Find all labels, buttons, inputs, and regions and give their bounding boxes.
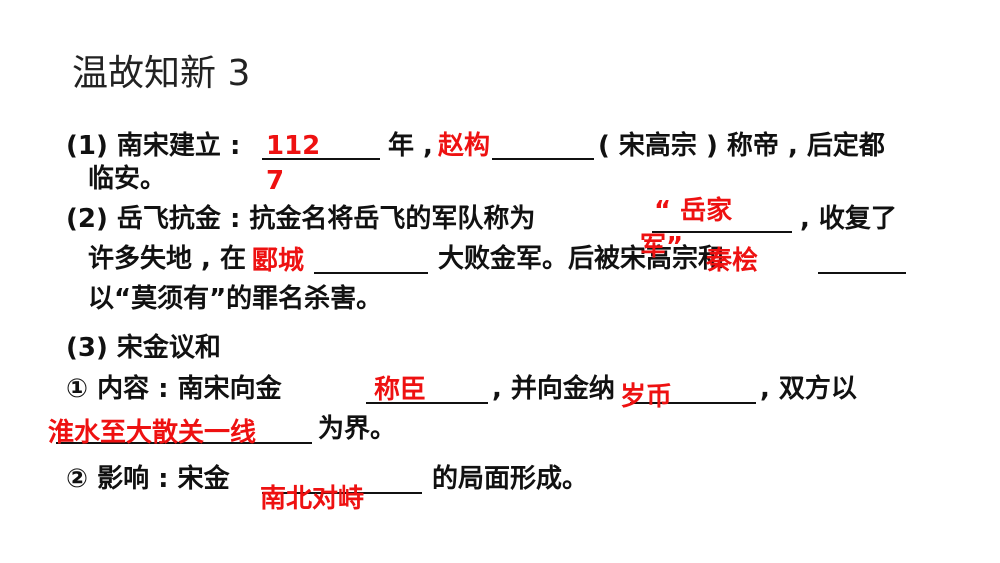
item2-answer-city: 郾城 [252, 246, 305, 276]
item2-answer-minister: 秦桧 [706, 246, 759, 276]
item3-answer-tribute: 岁币 [620, 382, 673, 412]
item1-text-cont: 临安。 [88, 164, 167, 194]
item2-blank-army [652, 231, 792, 233]
item1-text-c: ( 宋高宗 ) 称帝 , 后定都 [598, 131, 885, 161]
item1-blank-emperor [492, 158, 594, 160]
item2-text-line2-a: 许多失地 , 在 [88, 244, 246, 274]
item1-answer-year-1: 112 [266, 131, 321, 161]
item2-text-line3: 以“莫须有”的罪名杀害。 [88, 284, 383, 314]
item1-text-b: 年 , [388, 131, 433, 161]
item3-blank-impact [262, 492, 422, 494]
item2-text-a: (2) 岳飞抗金 : 抗金名将岳飞的军队称为 [66, 204, 536, 234]
slide-title: 温故知新 3 [72, 53, 251, 94]
item1-answer-year-2: 7 [266, 166, 285, 196]
item2-blank-minister [818, 272, 906, 274]
item1-answer-emperor: 赵构 [438, 131, 491, 161]
item3-heading: (3) 宋金议和 [66, 333, 221, 363]
item3-content-b: , 并向金纳 [492, 374, 615, 404]
item3-impact-a: ② 影响 : 宋金 [66, 464, 230, 494]
item3-content-a: ① 内容 : 南宋向金 [66, 374, 282, 404]
item3-answer-border: 淮水至大散关一线 [48, 418, 257, 448]
item2-text-line2-b: 大败金军。后被宋高宗和 [438, 244, 725, 274]
item2-blank-city [314, 272, 428, 274]
item1-text-a: (1) 南宋建立 : [66, 131, 241, 161]
item3-answer-vassal: 称臣 [374, 375, 427, 405]
item3-answer-impact: 南北对峙 [260, 484, 365, 514]
item3-blank-vassal [366, 402, 488, 404]
item2-text-b: , 收复了 [800, 204, 897, 234]
item1-blank-year [262, 158, 380, 160]
item3-content-d: 为界。 [318, 414, 397, 444]
item2-answer-army-2: 军” [640, 232, 684, 262]
item3-content-c: , 双方以 [760, 374, 857, 404]
item2-answer-army-1: “ 岳家 [654, 196, 733, 226]
item3-blank-border [56, 442, 312, 444]
item3-impact-b: 的局面形成。 [432, 464, 589, 494]
item3-blank-tribute [630, 402, 756, 404]
